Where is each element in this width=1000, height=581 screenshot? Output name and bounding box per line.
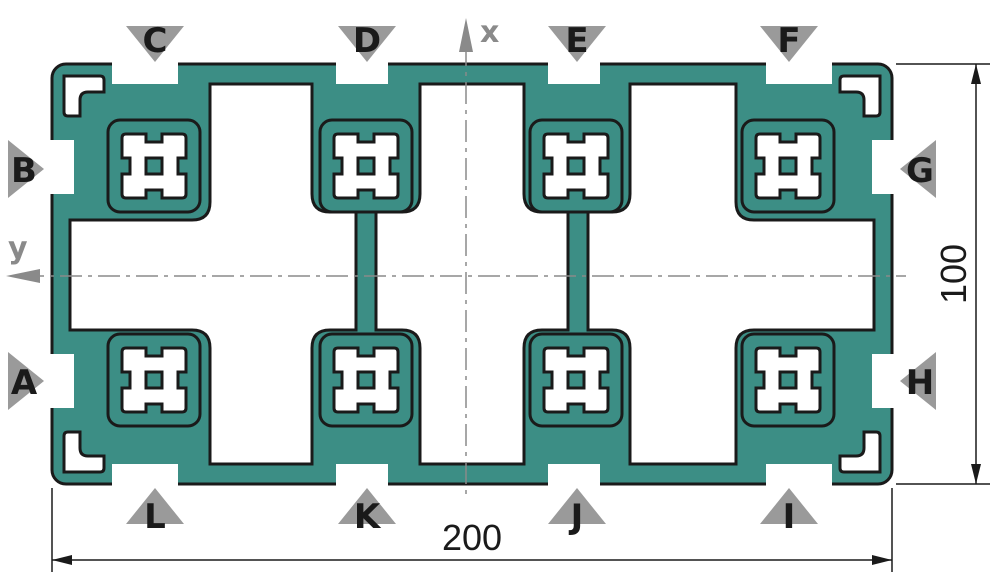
- dimension-arrow-down-icon: [971, 464, 981, 484]
- marker-k-icon: [338, 488, 396, 524]
- slot-label-e: E: [565, 21, 588, 61]
- height-label: 100: [933, 244, 974, 304]
- marker-f-icon: [760, 26, 818, 62]
- height-dimension: 100: [896, 63, 990, 485]
- slot-label-b: B: [11, 151, 37, 191]
- axes: x y: [6, 15, 906, 498]
- marker-h-icon: [900, 352, 936, 410]
- marker-i-icon: [760, 488, 818, 524]
- profile-body: [44, 56, 902, 492]
- marker-b-icon: [8, 140, 44, 198]
- slot-label-k: K: [354, 497, 382, 537]
- marker-g-icon: [900, 140, 936, 198]
- x-axis-label: x: [480, 15, 499, 50]
- width-dimension: 200: [51, 488, 893, 572]
- dimension-arrow-right-icon: [872, 555, 892, 565]
- slot-label-c: C: [143, 21, 168, 61]
- y-axis-label: y: [8, 231, 28, 266]
- marker-j-icon: [548, 488, 606, 524]
- marker-l-icon: [126, 488, 184, 524]
- slot-label-d: D: [353, 21, 381, 61]
- slot-markers: [8, 26, 936, 524]
- slot-label-h: H: [906, 363, 934, 403]
- marker-a-icon: [8, 352, 44, 410]
- y-axis-arrow-icon: [6, 269, 40, 283]
- dimension-arrow-left-icon: [52, 555, 72, 565]
- width-label: 200: [442, 517, 502, 558]
- dimension-arrow-up-icon: [971, 64, 981, 84]
- marker-e-icon: [548, 26, 606, 62]
- slot-label-g: G: [906, 151, 934, 191]
- x-axis-arrow-icon: [459, 18, 473, 52]
- slot-label-l: L: [144, 497, 166, 537]
- slot-labels: C D E F L K J I B A G H: [11, 21, 934, 537]
- slot-label-i: I: [783, 497, 796, 537]
- marker-c-icon: [126, 26, 184, 62]
- slot-label-a: A: [11, 363, 38, 403]
- slot-label-j: J: [569, 497, 584, 537]
- marker-d-icon: [338, 26, 396, 62]
- slot-label-f: F: [777, 21, 800, 61]
